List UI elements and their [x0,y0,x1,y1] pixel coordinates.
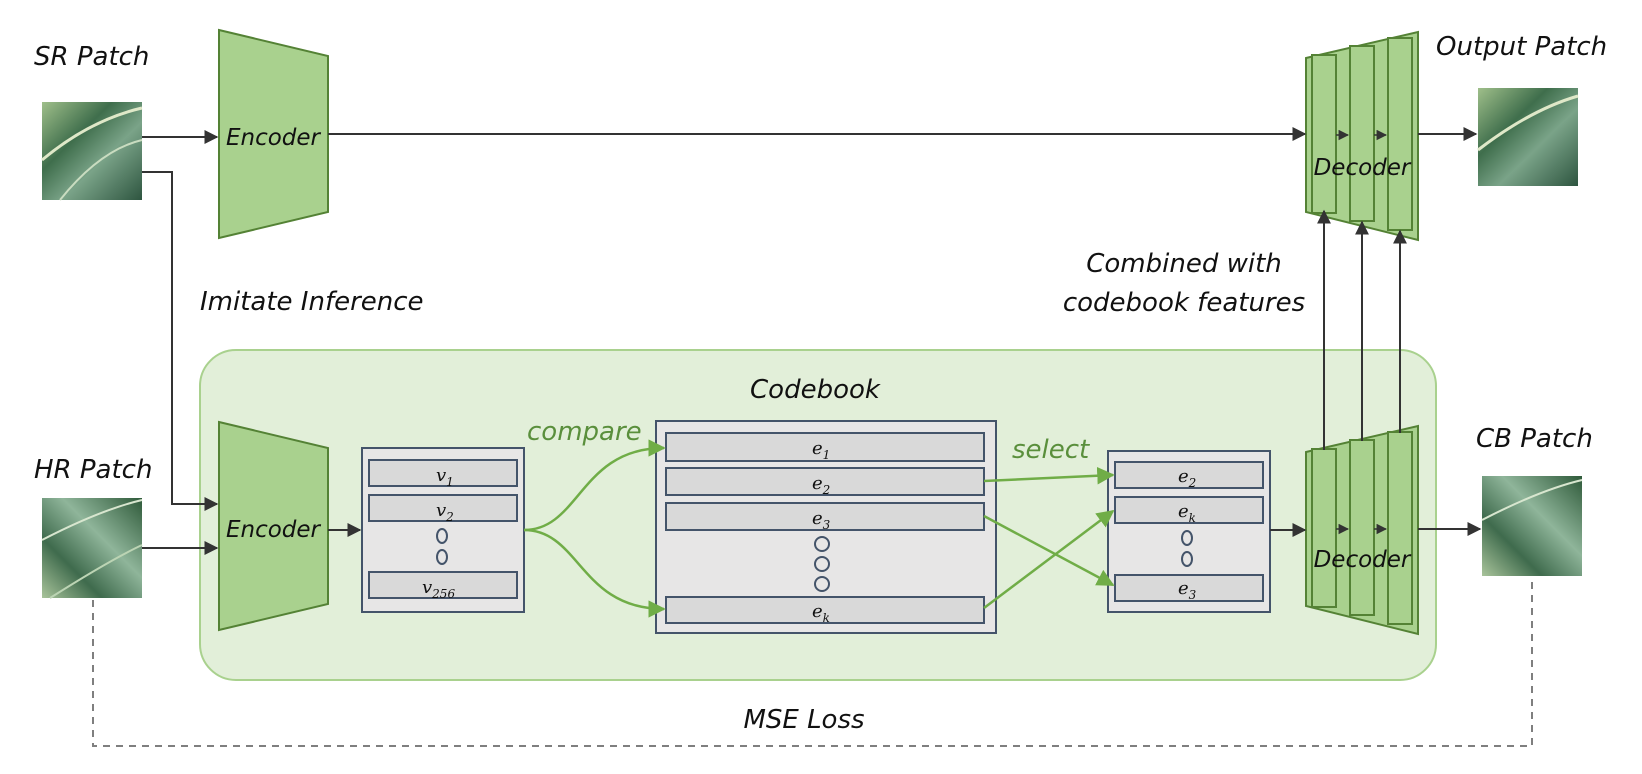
ellipsis-dot [1181,551,1193,567]
compare-label: compare [527,417,642,447]
encoder-top: Encoder [218,28,329,240]
encoder-top-label: Encoder [226,125,322,151]
codebook-entry-e3: e3 [812,508,831,532]
compare-select-arrows [523,439,1115,618]
cb-patch-label: CB Patch [1476,424,1593,454]
select-label: select [1012,435,1090,465]
imitate-inference-label: Imitate Inference [200,287,424,317]
arrow-select-e2 [983,466,1115,485]
arrow-select-ek [983,509,1115,609]
ellipsis-dot [436,549,448,565]
mse-loss-label: MSE Loss [743,705,864,735]
codebook-entry-e2: e2 [812,473,830,497]
mse-loss-path [92,580,1533,747]
arrow-compare-to-e1 [523,439,666,532]
codebook-title: Codebook [750,375,881,405]
decoder-top-label: Decoder [1314,155,1412,181]
selected-entry-e2: e2 [1178,466,1196,490]
cb-patch-image [1481,476,1583,576]
decoder-bottom: Decoder [1305,424,1419,636]
ellipsis-dot [1181,530,1193,546]
vector-v256: v256 [422,577,455,601]
combined-label-line1: Combined with [1086,249,1282,279]
encoder-bottom: Encoder [218,420,329,632]
query-vectors-box: v1 v2 v256 [361,447,525,613]
codebook-box: e1 e2 e3 ek [655,420,997,634]
flow-arrows [142,127,1482,555]
arrow-select-e3 [983,514,1115,587]
hr-patch-label: HR Patch [34,455,152,485]
codebook-entry-e1: e1 [812,438,830,462]
output-patch-image [1477,88,1579,186]
vector-v1: v1 [436,465,454,489]
codebook-entry-ek: ek [812,601,830,625]
hr-patch-image [41,498,143,599]
sr-patch-image [41,102,143,201]
selected-entry-e3: e3 [1178,578,1197,602]
sr-patch-label: SR Patch [34,42,149,72]
decoder-bottom-label: Decoder [1314,547,1412,573]
vector-v2: v2 [436,500,454,524]
ellipsis-dot [436,528,448,544]
ellipsis-dot [814,576,830,592]
decoder-top: Decoder [1305,30,1419,242]
selected-entries-box: e2 ek e3 [1107,450,1271,613]
ellipsis-dot [814,536,830,552]
arrow-compare-to-ek [523,528,666,618]
arrow-imitate-inference [142,171,219,511]
encoder-bottom-label: Encoder [226,517,322,543]
output-patch-label: Output Patch [1436,32,1607,62]
ellipsis-dot [814,556,830,572]
combined-label-line2: codebook features [1063,288,1305,318]
selected-entry-ek: ek [1178,501,1196,525]
